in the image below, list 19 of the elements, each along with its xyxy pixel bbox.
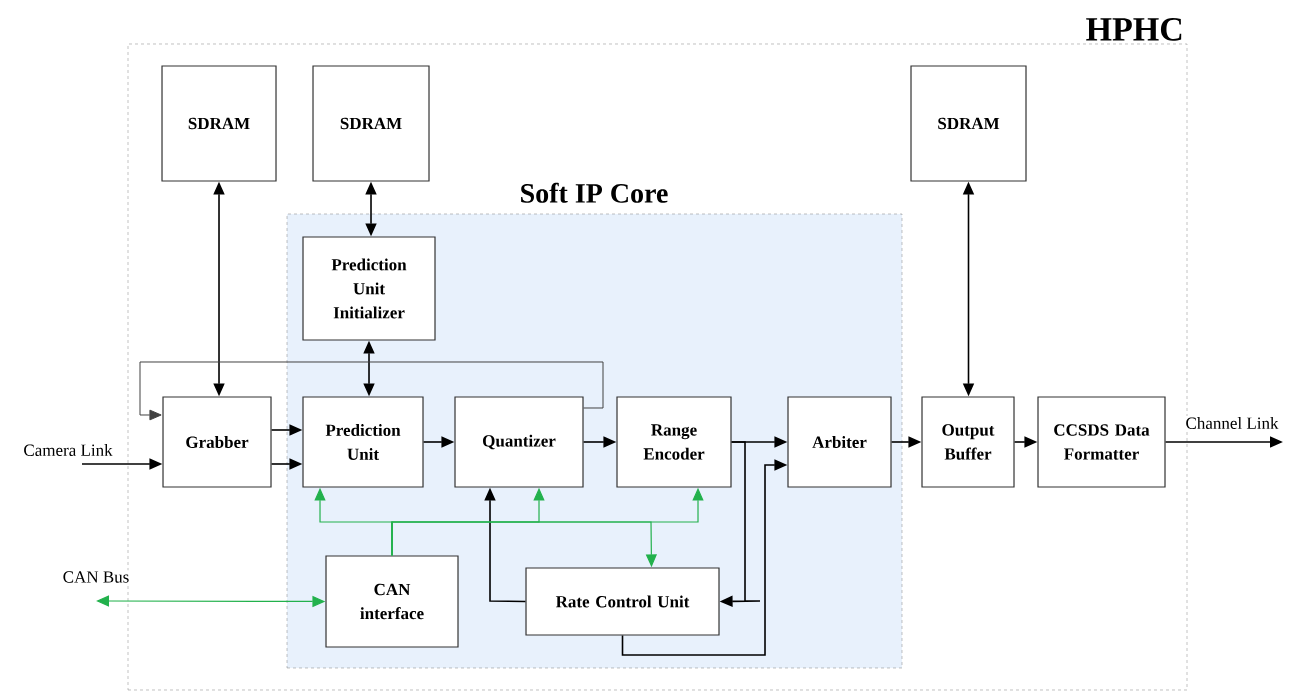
arrow [139, 361, 604, 421]
edge-label: Camera Link [24, 444, 113, 456]
block-box: Arbiter [787, 396, 892, 488]
node-label: Soft IP Core [521, 182, 668, 203]
block-box: Quantizer [454, 396, 584, 488]
node-label: HPHC [1086, 17, 1182, 41]
block-box: SDRAM [312, 65, 430, 182]
block-box: Prediction Unit [302, 396, 424, 488]
block-box: CAN interface [325, 555, 459, 648]
block-box: SDRAM [910, 65, 1027, 182]
block-box: CCSDS Data Formatter [1037, 396, 1166, 488]
block-box: Range Encoder [616, 396, 732, 488]
block-box: SDRAM [161, 65, 277, 182]
block-box: Prediction Unit Initializer [302, 236, 436, 341]
block-box: Rate Control Unit [525, 567, 720, 636]
block-box: Grabber [162, 396, 272, 488]
block-box: Output Buffer [921, 396, 1015, 488]
edge-label: Channel Link [1186, 417, 1279, 429]
edge-label: CAN Bus [63, 571, 129, 583]
